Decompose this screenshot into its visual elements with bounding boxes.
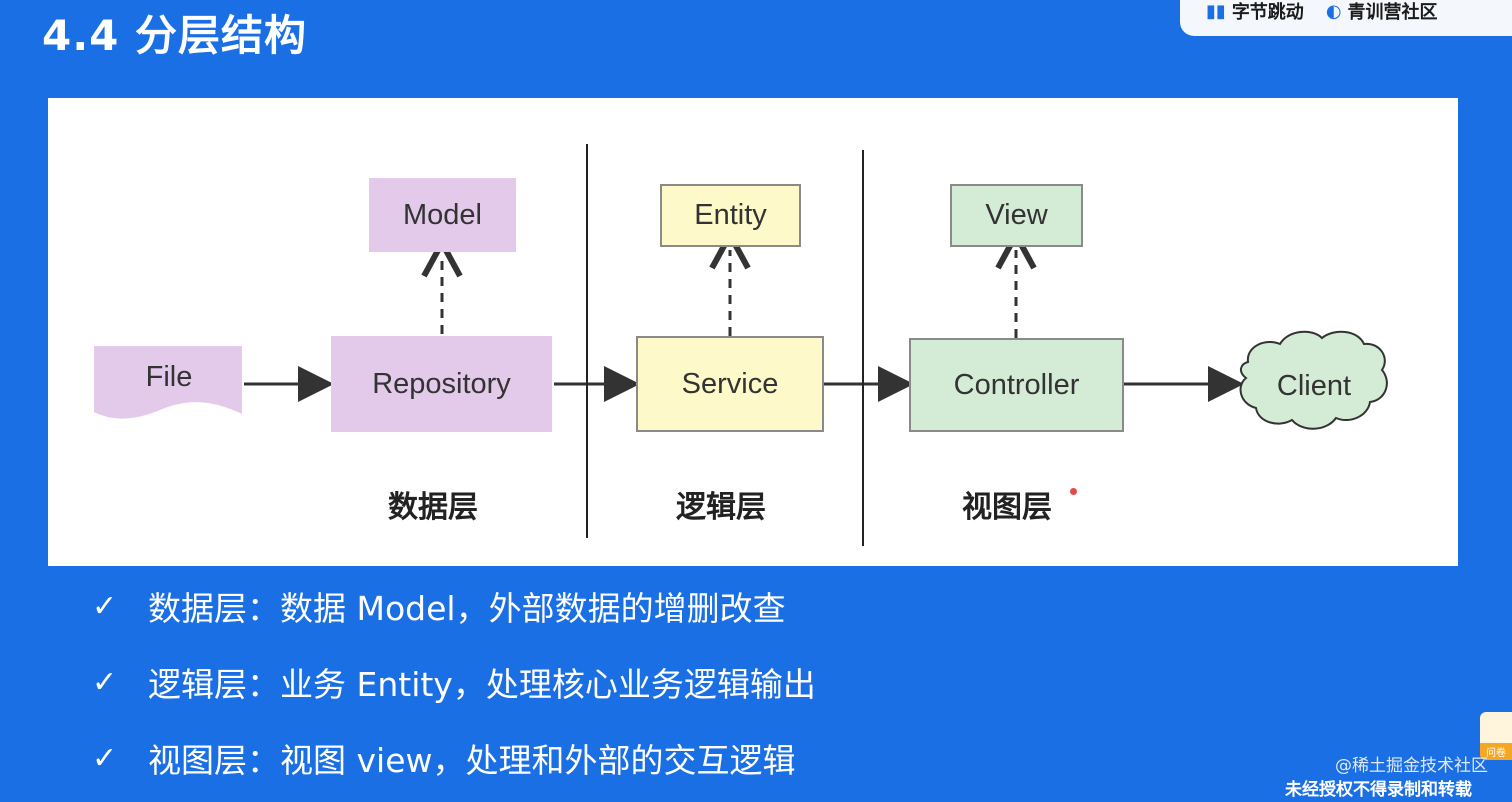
bullet-item: ✓ 数据层：数据 Model，外部数据的增删改查 <box>92 582 816 630</box>
youth-camp-logo-text: 青训营社区 <box>1347 2 1438 23</box>
controller-box: Controller <box>909 338 1124 432</box>
bullet-text: 逻辑层：业务 Entity，处理核心业务逻辑输出 <box>148 665 816 704</box>
logo-bar: ▮▮ 字节跳动 ◐ 青训营社区 <box>1180 0 1512 36</box>
file-label: File <box>145 360 193 393</box>
bullet-list: ✓ 数据层：数据 Model，外部数据的增删改查 ✓ 逻辑层：业务 Entity… <box>92 582 816 802</box>
bytedance-logo-text: 字节跳动 <box>1231 2 1304 23</box>
service-box: Service <box>636 336 824 432</box>
survey-label: 问卷 <box>1480 743 1512 760</box>
laser-pointer-dot <box>1070 488 1077 495</box>
layer-diagram: File Model Repository Entity Service Vie… <box>48 98 1458 566</box>
survey-button[interactable]: 问卷 <box>1480 712 1512 760</box>
logic-layer-label: 逻辑层 <box>676 490 766 525</box>
data-layer-label: 数据层 <box>388 490 478 525</box>
view-box: View <box>950 184 1083 247</box>
layer-divider-right <box>862 150 864 546</box>
diagram-lines <box>94 98 1388 430</box>
slide-title: 4.4 分层结构 <box>42 11 308 60</box>
bullet-item: ✓ 逻辑层：业务 Entity，处理核心业务逻辑输出 <box>92 658 816 706</box>
youth-camp-logo: ◐ 青训营社区 <box>1326 0 1438 24</box>
bytedance-logo: ▮▮ 字节跳动 <box>1206 0 1304 24</box>
file-shape <box>94 346 242 419</box>
model-box: Model <box>369 178 516 252</box>
client-label: Client <box>1276 369 1352 402</box>
bullet-text: 视图层：视图 view，处理和外部的交互逻辑 <box>148 741 796 780</box>
entity-box: Entity <box>660 184 801 247</box>
bullet-text: 数据层：数据 Model，外部数据的增删改查 <box>148 589 786 628</box>
community-watermark: @稀土掘金技术社区 <box>1335 756 1488 776</box>
layer-divider-left <box>586 144 588 538</box>
check-icon: ✓ <box>92 740 118 776</box>
bullet-item: ✓ 视图层：视图 view，处理和外部的交互逻辑 <box>92 734 816 782</box>
youth-camp-logo-icon: ◐ <box>1325 0 1342 22</box>
check-icon: ✓ <box>92 664 118 700</box>
check-icon: ✓ <box>92 588 118 624</box>
view-layer-label: 视图层 <box>962 490 1052 525</box>
bytedance-logo-icon: ▮▮ <box>1206 0 1226 22</box>
client-cloud-shape <box>1239 330 1388 430</box>
copyright-notice: 未经授权不得录制和转载 <box>1285 780 1472 800</box>
repository-box: Repository <box>331 336 552 432</box>
